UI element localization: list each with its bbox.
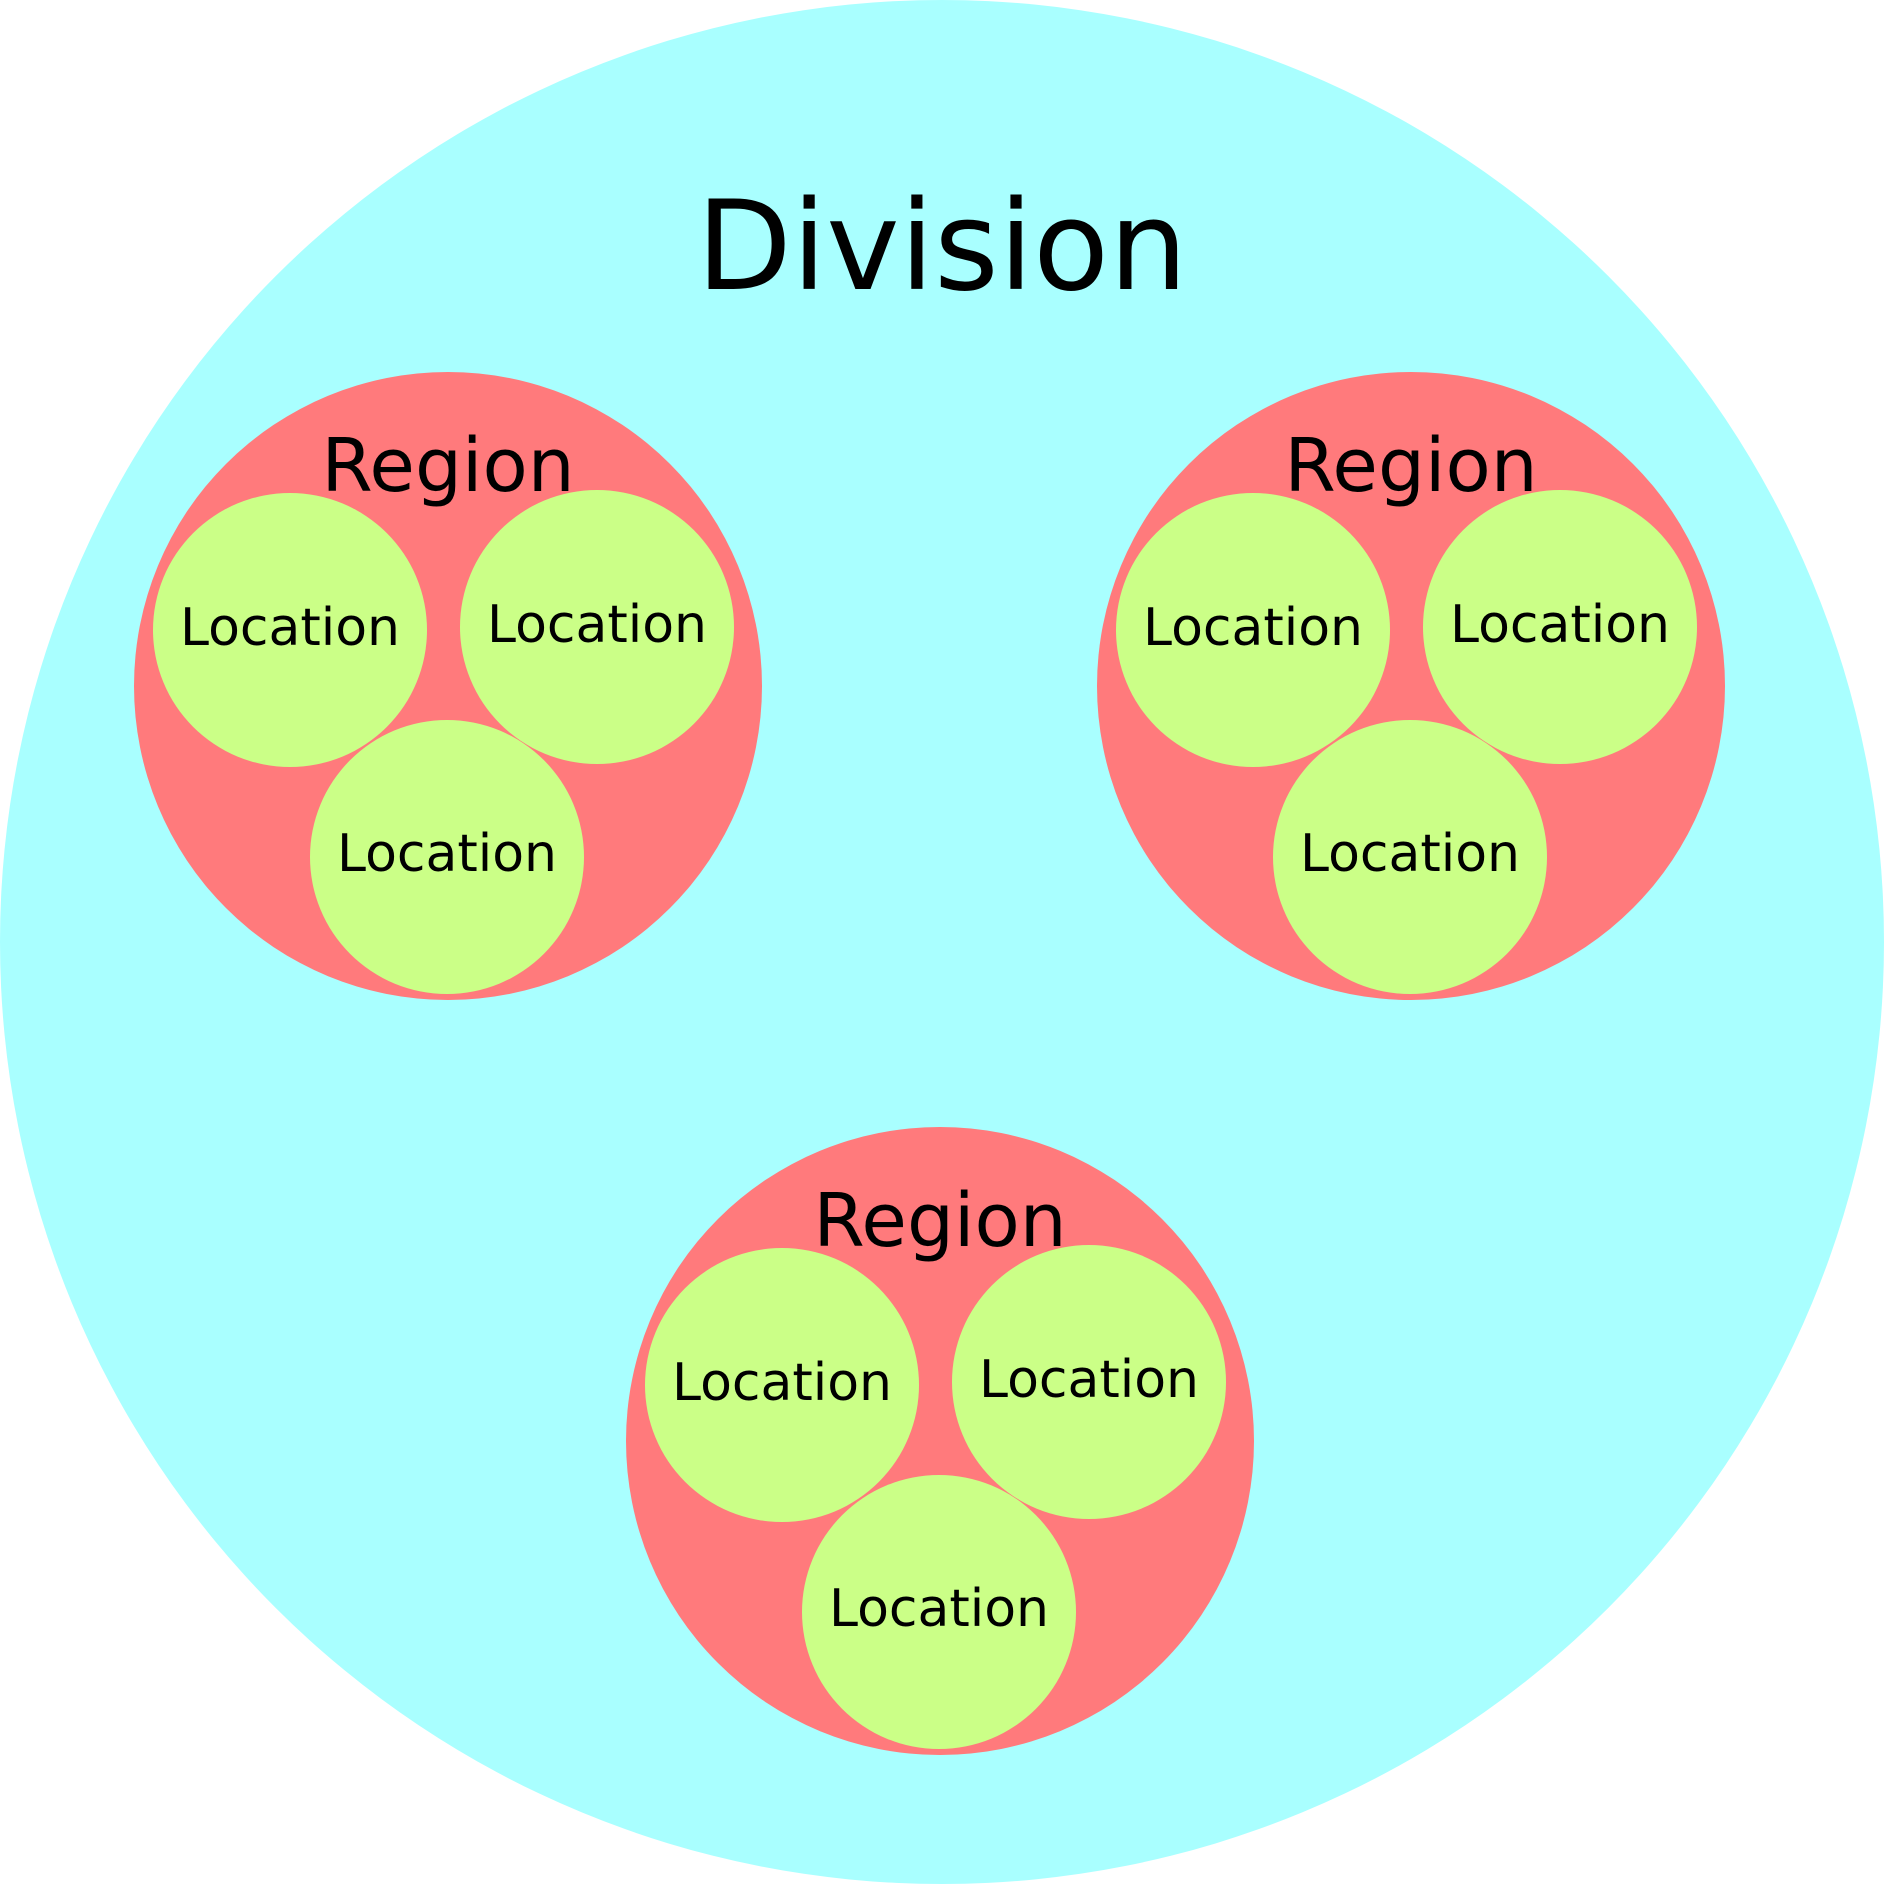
region-label: Region [813,1178,1066,1264]
location-circle [1116,493,1390,767]
location-circle [153,493,427,767]
region-label: Region [1284,423,1537,509]
location-label: Location [337,824,557,884]
location-circle [645,1248,919,1522]
region-bottom-center: Region Location Location Location [626,1127,1254,1755]
division-label: Division [696,175,1187,319]
location-label: Location [1143,598,1363,658]
location-circle [460,490,734,764]
location-circle [1423,490,1697,764]
region-label: Region [321,423,574,509]
location-circle [1273,720,1547,994]
location-label: Location [487,595,707,655]
location-circle [310,720,584,994]
location-label: Location [829,1579,1049,1639]
location-label: Location [1300,824,1520,884]
location-label: Location [672,1353,892,1413]
location-label: Location [1450,595,1670,655]
region-top-left: Region Location Location Location [134,372,762,1000]
location-label: Location [979,1350,1199,1410]
location-circle [952,1245,1226,1519]
location-circle [802,1475,1076,1749]
region-top-right: Region Location Location Location [1097,372,1725,1000]
location-label: Location [180,598,400,658]
